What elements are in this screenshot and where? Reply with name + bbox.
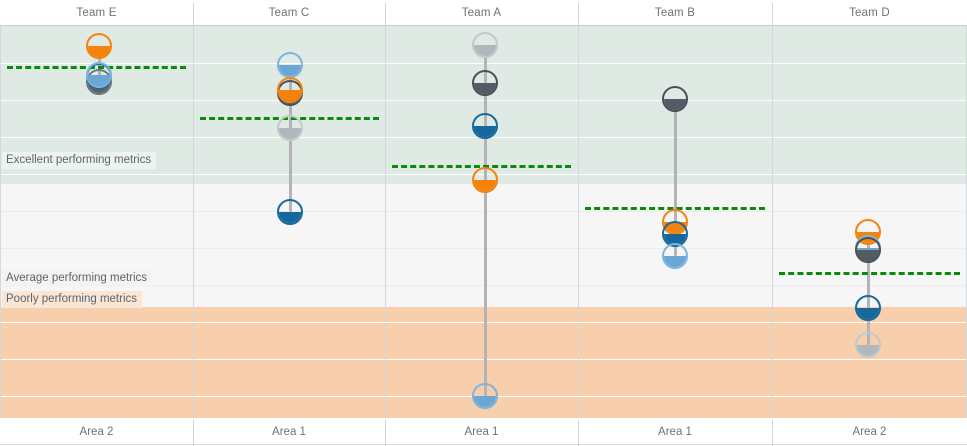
panel-footer-1[interactable]: Area 1	[272, 426, 306, 438]
data-point-marker[interactable]	[277, 77, 303, 103]
marker-fill	[474, 45, 496, 56]
panel-team-c	[193, 26, 385, 418]
marker-fill	[474, 396, 496, 407]
series-stem	[673, 99, 677, 256]
data-point-marker[interactable]	[855, 295, 881, 321]
header-separator	[578, 3, 579, 26]
data-point-marker[interactable]	[277, 115, 303, 141]
data-point-marker[interactable]	[86, 62, 112, 88]
panel-team-e	[0, 26, 193, 418]
panel-team-a	[385, 26, 578, 418]
panel-team-d	[772, 26, 967, 418]
data-point-marker[interactable]	[855, 237, 881, 263]
panel-header-team-c[interactable]: Team C	[268, 7, 310, 19]
series-stem	[483, 45, 487, 396]
panel-header-team-b[interactable]: Team B	[654, 7, 696, 19]
panel-header-team-a[interactable]: Team A	[461, 7, 502, 19]
marker-fill	[88, 46, 110, 57]
footer-separator	[193, 420, 194, 446]
marker-fill	[279, 65, 301, 76]
marker-fill	[279, 212, 301, 223]
data-point-marker[interactable]	[277, 199, 303, 225]
data-point-marker[interactable]	[662, 86, 688, 112]
panel-separator	[385, 26, 386, 418]
marker-fill	[664, 256, 686, 267]
header-underline	[0, 25, 967, 26]
data-point-marker[interactable]	[472, 383, 498, 409]
panel-footer-2[interactable]: Area 1	[464, 426, 499, 438]
reference-line	[392, 165, 571, 168]
reference-line	[585, 207, 765, 210]
footer-separator	[772, 420, 773, 446]
series-stem	[866, 232, 870, 345]
panel-separator	[578, 26, 579, 418]
panel-footer-4[interactable]: Area 2	[852, 426, 887, 438]
marker-fill	[474, 180, 496, 191]
reference-line	[779, 272, 960, 275]
panel-header-team-d[interactable]: Team D	[849, 7, 890, 19]
footer-separator	[385, 420, 386, 446]
marker-fill	[857, 250, 879, 261]
marker-fill	[664, 99, 686, 110]
data-point-marker[interactable]	[472, 70, 498, 96]
panel-separator	[772, 26, 773, 418]
panel-team-b	[578, 26, 772, 418]
panel-footer-3[interactable]: Area 1	[658, 426, 692, 438]
marker-fill	[279, 128, 301, 139]
marker-fill	[857, 308, 879, 319]
marker-fill	[279, 90, 301, 101]
panel-separator	[193, 26, 194, 418]
zone-label-average: Average performing metrics	[2, 270, 153, 287]
data-point-marker[interactable]	[855, 332, 881, 358]
data-point-marker[interactable]	[277, 52, 303, 78]
zone-label-poor: Poorly performing metrics	[2, 291, 143, 308]
chart-bottom-edge	[0, 444, 967, 445]
header-separator	[193, 3, 194, 26]
marker-fill	[664, 234, 686, 245]
data-point-marker[interactable]	[472, 32, 498, 58]
footer-separator	[578, 420, 579, 446]
marker-fill	[474, 83, 496, 94]
panel-footer-0[interactable]: Area 2	[79, 426, 114, 438]
header-separator	[772, 3, 773, 26]
marker-fill	[857, 345, 879, 356]
panel-header-team-e[interactable]: Team E	[76, 7, 117, 19]
marker-fill	[474, 126, 496, 137]
plot-left-edge	[0, 26, 1, 418]
marker-fill	[88, 75, 110, 86]
header-separator	[385, 3, 386, 26]
panel-header-row: Team E Team C Team A Team B Team D	[0, 0, 967, 26]
zone-label-excellent: Excellent performing metrics	[2, 152, 157, 169]
panel-footer-row: Area 2 Area 1 Area 1 Area 1 Area 2	[0, 418, 967, 446]
data-point-marker[interactable]	[472, 113, 498, 139]
data-point-marker[interactable]	[86, 33, 112, 59]
data-point-marker[interactable]	[472, 167, 498, 193]
data-point-marker[interactable]	[662, 243, 688, 269]
